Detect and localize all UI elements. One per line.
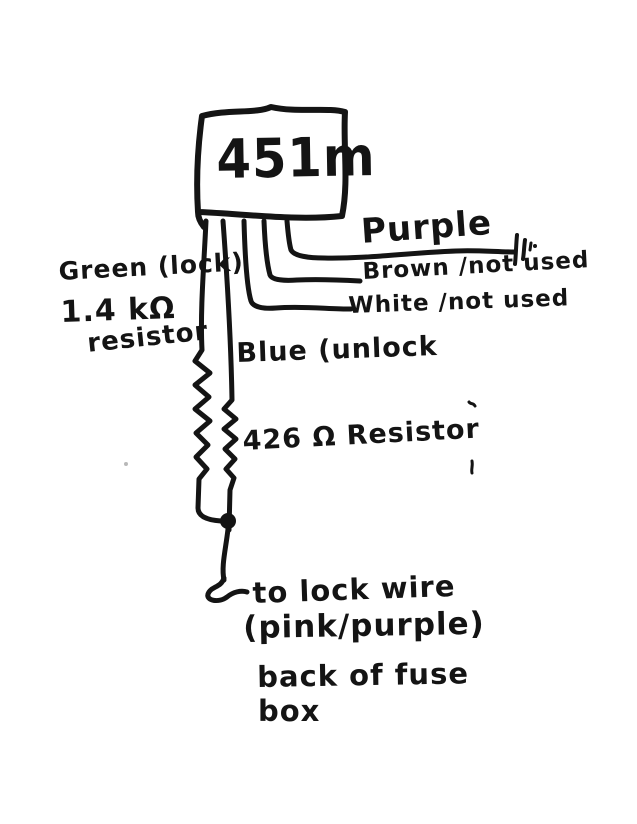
destination-line-2: (pink/purple)	[242, 605, 486, 646]
junction-dot	[220, 513, 236, 529]
destination-line-4: box	[258, 694, 321, 728]
white-wire	[241, 218, 354, 312]
purple-wire-label: Purple	[359, 202, 494, 252]
green-lock-wire	[192, 218, 224, 524]
destination-line-3: back of fuse	[256, 656, 470, 694]
destination-line-1: to lock wire	[251, 568, 456, 610]
purple-wire	[284, 218, 517, 261]
blue-unlock-wire	[220, 218, 239, 533]
lock-wire-tail	[220, 526, 231, 583]
stray-pen-marks	[124, 400, 477, 475]
module-label: 451m	[215, 124, 377, 191]
purple-wire-end-connector-marks	[513, 233, 537, 266]
lock-wire-end-squiggle	[205, 575, 250, 604]
module-box-outline	[194, 104, 349, 230]
brown-wire	[261, 218, 363, 284]
blue-wire-label: Blue (unlock	[235, 330, 439, 369]
